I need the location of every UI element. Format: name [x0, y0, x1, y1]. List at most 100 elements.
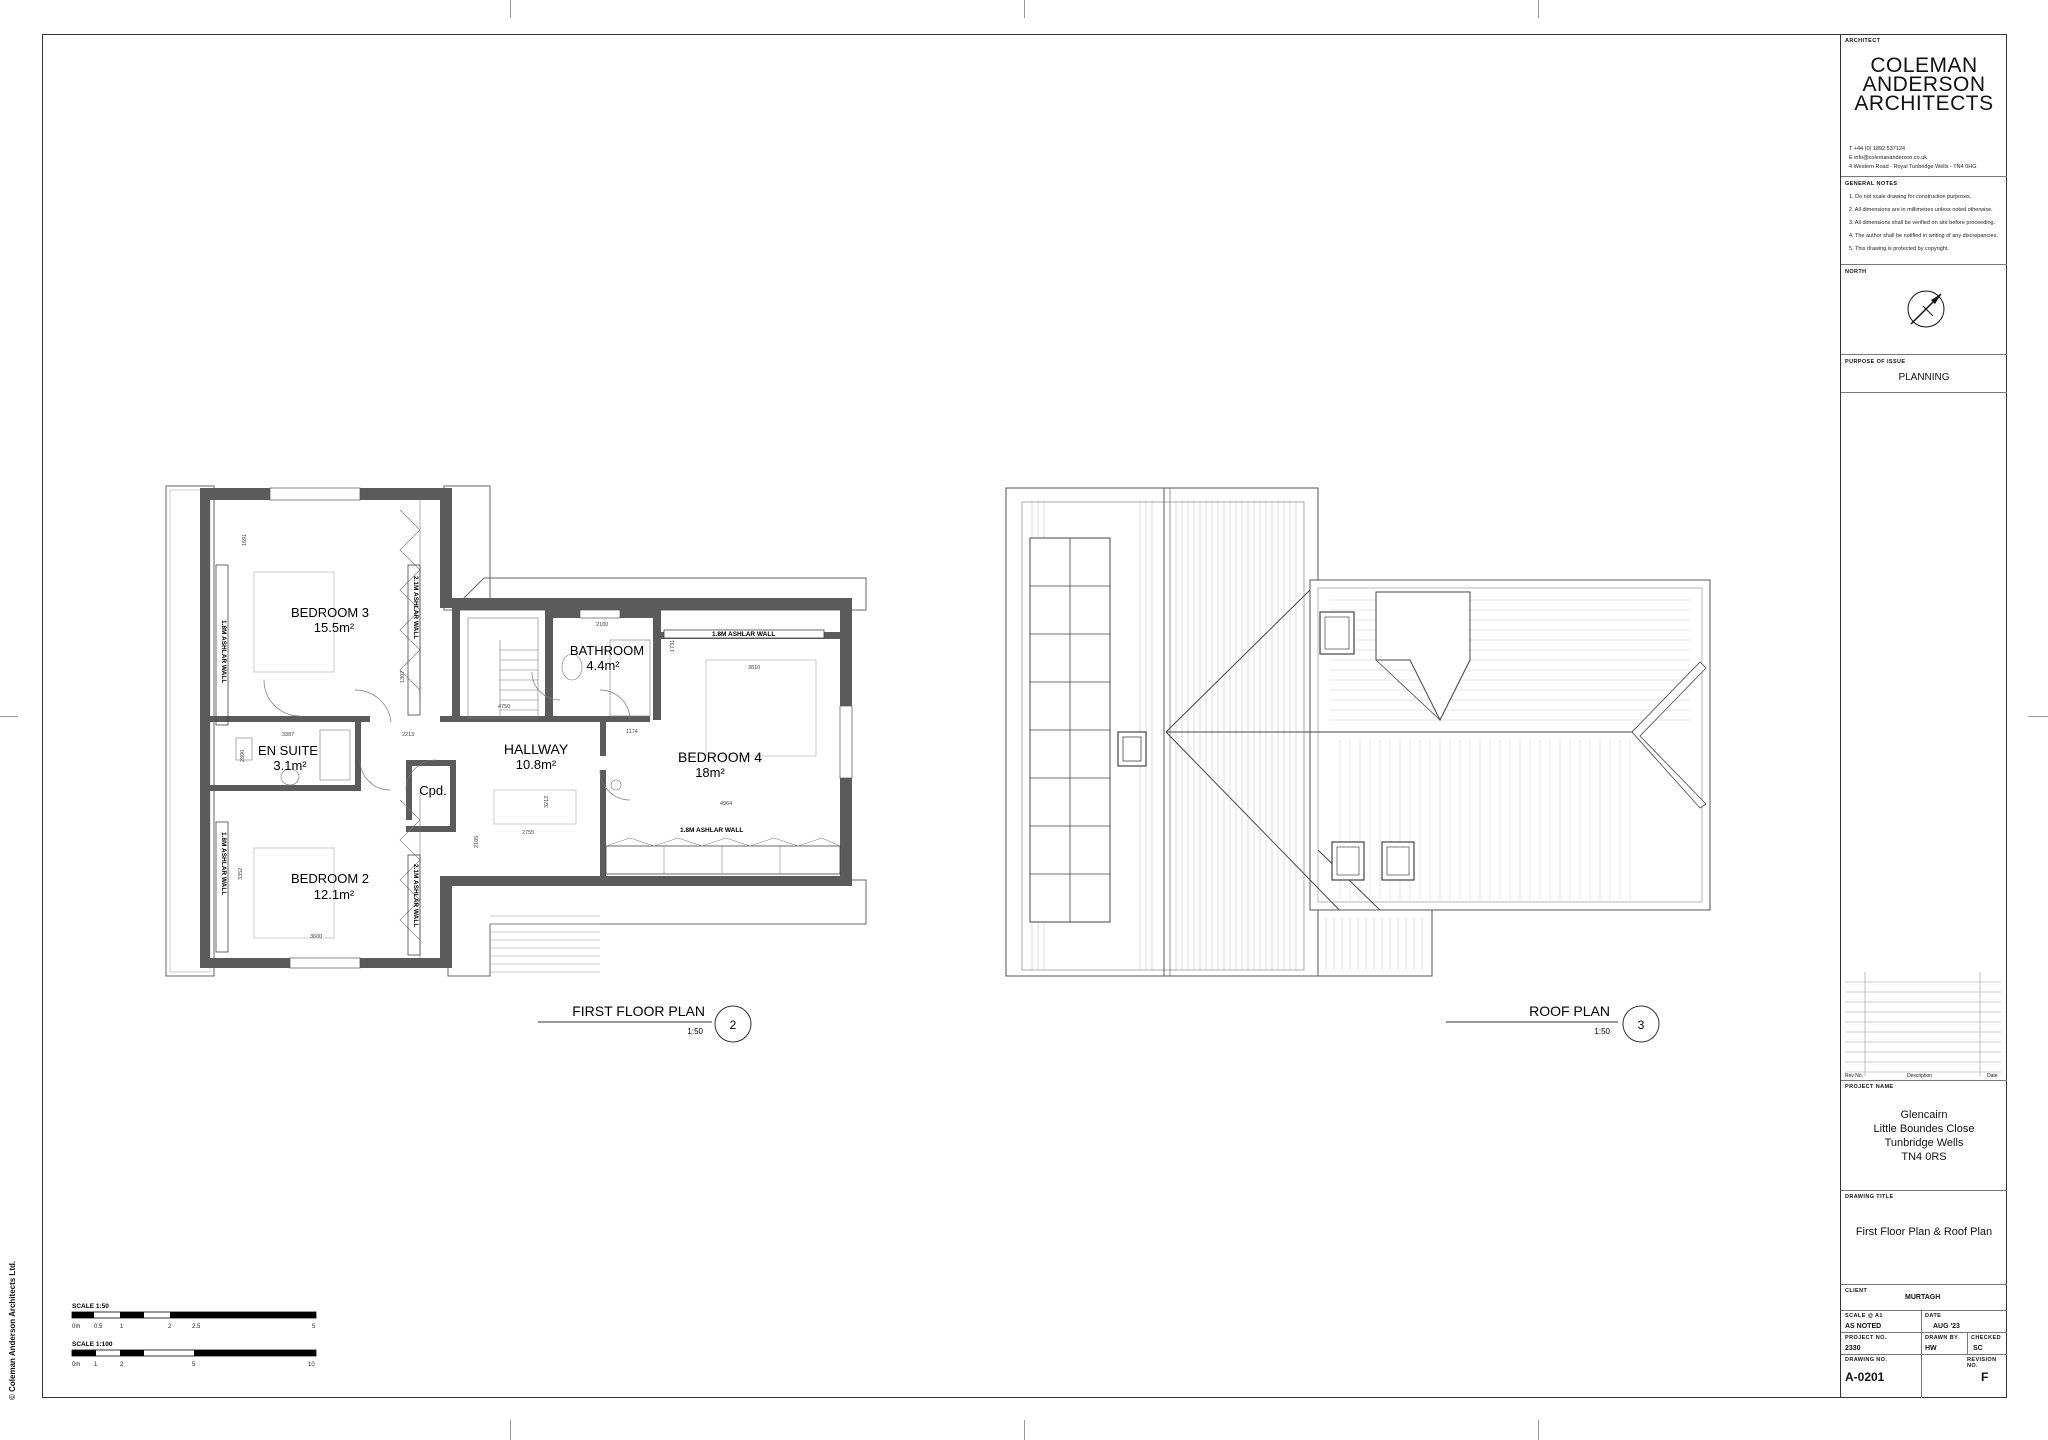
wall-label: 1.8M ASHLAR WALL: [220, 832, 227, 895]
project-no-label: PROJECT NO.: [1845, 1335, 1887, 1341]
scale-tick: 0m: [72, 1362, 80, 1368]
roof-plan: ROOF PLAN 1:50 3: [1005, 487, 1711, 1043]
first-floor-plan: BEDROOM 3 15.5m² BEDROOM 2 12.1m² EN SUI…: [165, 485, 867, 1043]
registration-tick: [0, 716, 18, 717]
firm-logo: COLEMAN ANDERSON ARCHITECTS: [1841, 54, 2007, 115]
first-floor-plan-number-circle: [714, 1005, 752, 1043]
dimension-label: 2800: [240, 750, 246, 762]
drawing-no-value: A-0201: [1845, 1370, 1885, 1384]
rev-header: Description: [1907, 1073, 1933, 1079]
wall-label: 2.1M ASHLAR WALL: [412, 576, 419, 639]
scale-tick: 1: [94, 1362, 98, 1368]
dimension-label: 2100: [596, 622, 608, 628]
project-name-line: Little Boundes Close: [1873, 1123, 1975, 1135]
firm-address: 4 Western Road - Royal Tunbridge Wells -…: [1849, 164, 1977, 170]
project-name-line: Tunbridge Wells: [1884, 1137, 1964, 1149]
firm-name-line: COLEMAN: [1870, 54, 1978, 77]
room-hallway-area: 10.8m²: [516, 757, 557, 772]
general-notes-label: GENERAL NOTES: [1845, 181, 1898, 187]
dimension-label: 2213: [402, 732, 414, 738]
general-note: 4. The author shall be notified in writi…: [1849, 233, 1998, 239]
room-bedroom3-area: 15.5m²: [314, 620, 355, 635]
project-no-value: 2330: [1845, 1345, 1861, 1352]
dimension-label: 3810: [748, 665, 760, 671]
dimension-label: 2755: [522, 830, 534, 836]
registration-tick: [1024, 0, 1025, 18]
dimension-label: 1174: [626, 729, 638, 735]
client-value: MURTAGH: [1905, 1294, 1941, 1301]
firm-name-line: ANDERSON: [1862, 73, 1986, 96]
date-label: DATE: [1925, 1313, 1942, 1319]
north-label: NORTH: [1845, 269, 1867, 275]
checked-value: SC: [1973, 1345, 1983, 1352]
scale-bar-1-label: SCALE 1:50: [72, 1303, 109, 1310]
roof-plan-number: 3: [1638, 1018, 1645, 1032]
drawn-by-value: HW: [1925, 1345, 1937, 1352]
roof-plan-scale: 1:50: [1594, 1027, 1610, 1036]
room-bedroom2-label: BEDROOM 2: [291, 871, 369, 886]
wall-label: 1.8M ASHLAR WALL: [680, 827, 743, 834]
wall-label: 1.8M ASHLAR WALL: [712, 631, 775, 638]
project-name: Glencairn Little Boundes Close Tunbridge…: [1841, 1108, 2007, 1164]
scale-tick: 0.5: [94, 1324, 103, 1330]
dimension-label: 4964: [720, 801, 732, 807]
room-ensuite-label: EN SUITE: [258, 743, 318, 758]
purpose-value: PLANNING: [1898, 372, 1950, 383]
dimension-label: 1691: [242, 534, 248, 546]
room-bedroom4-label: BEDROOM 4: [678, 749, 762, 765]
registration-tick: [510, 0, 511, 18]
registration-tick: [1538, 1420, 1539, 1440]
drawing-title-label: DRAWING TITLE: [1845, 1194, 1894, 1200]
general-note: 3. All dimensions shall be verified on s…: [1849, 220, 1996, 226]
first-floor-plan-scale: 1:50: [687, 1027, 703, 1036]
scale-tick: 2: [168, 1324, 172, 1330]
revision-value: F: [1981, 1370, 1989, 1384]
wall-label: 1.8M ASHLAR WALL: [220, 620, 227, 683]
dimension-label: 3212: [544, 796, 550, 808]
wall-label: 2.1M ASHLAR WALL: [412, 864, 419, 927]
drawing-title: First Floor Plan & Roof Plan: [1855, 1226, 1993, 1238]
room-bathroom-area: 4.4m²: [586, 658, 620, 673]
general-note: 5. This drawing is protected by copyrigh…: [1849, 246, 1949, 252]
date-value: AUG '23: [1933, 1323, 1960, 1330]
room-bedroom2-area: 12.1m²: [314, 887, 355, 902]
project-name-label: PROJECT NAME: [1845, 1084, 1894, 1090]
revision-table: Rev No. Description Date: [1845, 972, 2001, 1082]
drawing-no-label: DRAWING NO.: [1845, 1357, 1888, 1363]
scale-label: SCALE @ A1: [1845, 1313, 1883, 1319]
room-bathroom-label: BATHROOM: [570, 643, 644, 658]
north-arrow-icon: [1907, 290, 1945, 328]
first-floor-plan-number: 2: [730, 1018, 737, 1032]
scale-tick: 5: [312, 1324, 316, 1330]
drawn-by-label: DRAWN BY: [1925, 1335, 1959, 1341]
firm-email: E info@colemananderson.co.uk: [1849, 155, 1928, 161]
dimension-label: 3600: [310, 934, 322, 940]
dimension-label: 4750: [498, 704, 510, 710]
general-note: 2. All dimensions are in millimetres unl…: [1849, 207, 1993, 213]
room-bedroom4-area: 18m²: [695, 765, 725, 780]
rev-header: Rev No.: [1845, 1073, 1864, 1079]
room-bedroom3-label: BEDROOM 3: [291, 605, 369, 620]
scale-tick: 10: [308, 1362, 315, 1368]
sheet-border: [42, 34, 2007, 1398]
client-label: CLIENT: [1845, 1288, 1868, 1294]
scale-tick: 2.5: [192, 1324, 201, 1330]
scale-tick: 0m: [72, 1324, 80, 1330]
general-note: 1. Do not scale drawing for construction…: [1849, 194, 1972, 200]
room-hallway-label: HALLWAY: [504, 741, 569, 757]
purpose-label: PURPOSE OF ISSUE: [1845, 359, 1906, 365]
registration-tick: [1538, 0, 1539, 18]
project-name-line: TN4 0RS: [1901, 1151, 1947, 1163]
room-ensuite-area: 3.1m²: [273, 758, 307, 773]
rev-header: Date: [1987, 1073, 1998, 1079]
project-name-line: Glencairn: [1900, 1109, 1948, 1121]
dimension-label: 1731: [670, 640, 676, 652]
scale-tick: 1: [120, 1324, 124, 1330]
firm-phone: T +44 (0) 1892 537124: [1849, 146, 1906, 152]
room-cpd-label: Cpd.: [419, 783, 446, 798]
title-block: ARCHITECT COLEMAN ANDERSON ARCHITECTS T …: [1840, 34, 2007, 1398]
roof-plan-title: ROOF PLAN: [1529, 1003, 1610, 1019]
firm-name-line: ARCHITECTS: [1854, 92, 1994, 115]
registration-tick: [2028, 716, 2048, 717]
